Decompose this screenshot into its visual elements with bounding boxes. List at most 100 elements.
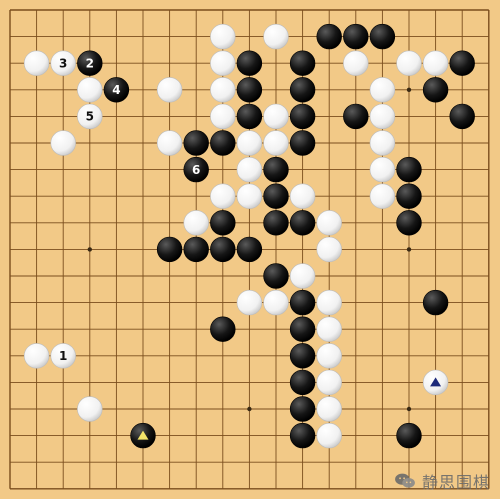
white-stone xyxy=(263,289,289,316)
white-stone xyxy=(316,210,342,236)
black-stone xyxy=(263,210,289,236)
move-number-6: 6 xyxy=(192,163,200,177)
wechat-icon xyxy=(395,473,415,488)
white-stone xyxy=(369,130,396,156)
white-stone xyxy=(316,236,342,263)
white-stone xyxy=(23,50,50,76)
star-point xyxy=(406,406,412,412)
stones-layer xyxy=(23,23,475,449)
black-stone xyxy=(396,422,422,449)
white-stone xyxy=(396,50,422,76)
black-stone xyxy=(289,422,316,449)
black-stone xyxy=(77,50,103,76)
black-stone xyxy=(103,77,130,103)
black-stone xyxy=(422,289,449,316)
black-stone xyxy=(396,210,422,236)
white-stone xyxy=(263,23,289,50)
black-stone xyxy=(289,130,316,156)
black-stone xyxy=(343,23,369,50)
black-stone xyxy=(263,183,289,209)
white-stone xyxy=(236,130,263,156)
black-stone xyxy=(396,183,422,209)
white-stone xyxy=(316,316,342,342)
white-stone xyxy=(422,50,449,76)
white-stone xyxy=(343,50,369,76)
black-stone xyxy=(210,130,236,156)
watermark: 静思围棋 xyxy=(394,469,490,493)
black-stone xyxy=(289,103,316,130)
white-stone xyxy=(210,183,236,209)
black-stone xyxy=(289,50,316,76)
black-stone xyxy=(289,396,316,422)
white-stone xyxy=(77,396,103,422)
move-number-4: 4 xyxy=(112,83,120,97)
black-stone xyxy=(183,156,209,183)
white-stone xyxy=(289,263,316,289)
black-stone xyxy=(449,50,475,76)
black-stone xyxy=(183,130,209,156)
white-stone xyxy=(156,130,183,156)
black-stone xyxy=(210,210,236,236)
white-stone xyxy=(210,50,236,76)
white-stone xyxy=(369,77,396,103)
black-stone xyxy=(236,103,263,130)
white-stone xyxy=(316,369,342,396)
black-stone xyxy=(422,77,449,103)
white-stone xyxy=(369,156,396,183)
white-stone xyxy=(77,103,103,130)
black-stone xyxy=(289,77,316,103)
triangle-marker xyxy=(137,430,149,440)
black-stone xyxy=(449,103,475,130)
markers xyxy=(137,377,442,440)
black-stone xyxy=(289,289,316,316)
black-stone xyxy=(236,77,263,103)
white-stone xyxy=(289,183,316,209)
watermark-text: 静思围棋 xyxy=(421,473,490,492)
white-stone xyxy=(369,103,396,130)
black-stone xyxy=(263,263,289,289)
star-point xyxy=(247,406,252,412)
white-stone xyxy=(316,289,342,316)
black-stone xyxy=(343,103,369,130)
white-stone xyxy=(183,210,209,236)
black-stone xyxy=(183,236,209,263)
white-stone xyxy=(23,343,50,369)
white-stone xyxy=(210,77,236,103)
move-labels: 1 2 3 4 5 6 xyxy=(59,56,200,363)
black-stone xyxy=(236,50,263,76)
star-point xyxy=(406,247,412,252)
white-stone xyxy=(156,77,183,103)
move-number-5: 5 xyxy=(86,110,94,124)
move-number-2: 2 xyxy=(86,56,94,70)
white-stone xyxy=(77,77,103,103)
black-stone xyxy=(210,316,236,342)
black-stone xyxy=(289,343,316,369)
black-stone xyxy=(289,369,316,396)
white-stone xyxy=(263,103,289,130)
star-point xyxy=(87,247,93,252)
white-stone xyxy=(316,422,342,449)
black-stone xyxy=(289,316,316,342)
white-stone xyxy=(236,156,263,183)
white-stone xyxy=(50,130,76,156)
white-stone xyxy=(316,343,342,369)
white-stone xyxy=(236,183,263,209)
white-stone xyxy=(369,183,396,209)
black-stone xyxy=(236,236,263,263)
white-stone xyxy=(316,396,342,422)
white-stone xyxy=(210,23,236,50)
triangle-marker xyxy=(430,377,442,387)
white-stone xyxy=(263,130,289,156)
black-stone xyxy=(369,23,396,50)
white-stone xyxy=(236,289,263,316)
white-stone xyxy=(50,50,76,76)
black-stone xyxy=(396,156,422,183)
star-point xyxy=(406,87,412,93)
black-stone xyxy=(289,210,316,236)
black-stone xyxy=(263,156,289,183)
black-stone xyxy=(316,23,342,50)
move-number-3: 3 xyxy=(59,56,67,70)
move-number-1: 1 xyxy=(59,349,67,363)
white-stone xyxy=(50,343,76,369)
